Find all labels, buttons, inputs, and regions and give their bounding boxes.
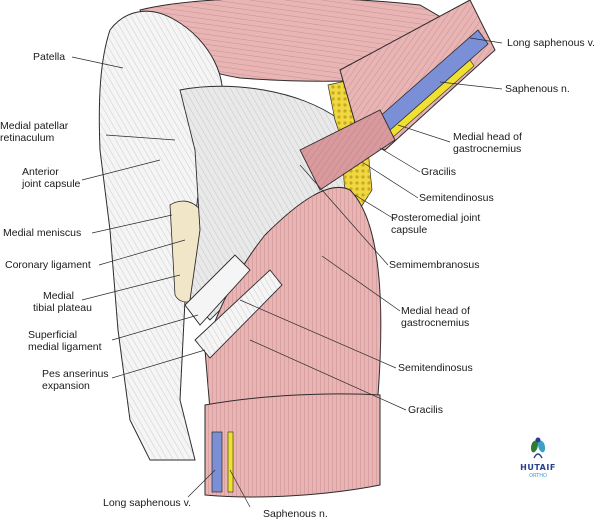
- label-coronary-ligament: Coronary ligament: [5, 259, 91, 271]
- label-line: Anterior: [22, 166, 59, 178]
- saphenous-nerve-bottom-shape: [227, 431, 234, 493]
- label-medial-tibial-plateau: Medial tibial plateau: [33, 290, 92, 314]
- label-superficial-medial-ligament: Superficial medial ligament: [28, 329, 102, 353]
- label-pes-anserinus-expansion: Pes anserinus expansion: [42, 368, 109, 392]
- label-medial-head-gastrocnemius-top: Medial head of gastrocnemius: [453, 131, 522, 155]
- label-line: expansion: [42, 380, 90, 392]
- label-anterior-joint-capsule: Anterior joint capsule: [22, 166, 80, 190]
- leader-lines: [71, 37, 503, 508]
- label-line: gastrocnemius: [401, 317, 470, 329]
- label-line: tibial plateau: [33, 302, 92, 314]
- label-medial-patellar-retinaculum: Medial patellar retinaculum: [0, 120, 68, 144]
- saphenous-vein-bottom-shape: [211, 431, 223, 493]
- label-line: Medial: [43, 290, 74, 302]
- logo-sub: ORTHO: [529, 473, 547, 479]
- label-gracilis-top: Gracilis: [421, 166, 457, 178]
- label-line: Superficial: [28, 329, 78, 341]
- label-long-saphenous-v-top: Long saphenous v.: [507, 37, 595, 49]
- label-medial-meniscus: Medial meniscus: [3, 227, 82, 239]
- label-line: joint capsule: [22, 178, 81, 190]
- label-line: Medial head of: [401, 305, 470, 317]
- label-line: Medial patellar: [0, 120, 69, 132]
- label-saphenous-n-bottom: Saphenous n.: [263, 508, 328, 520]
- label-long-saphenous-v-bottom: Long saphenous v.: [103, 497, 191, 509]
- label-saphenous-n-top: Saphenous n.: [505, 83, 570, 95]
- label-line: Posteromedial joint: [391, 212, 481, 224]
- superficial-medial-ligament-shape: [184, 254, 251, 326]
- label-semimembranosus: Semimembranosus: [389, 259, 480, 271]
- logo-name: HUTAIF: [520, 463, 556, 472]
- label-gracilis-bottom: Gracilis: [408, 404, 444, 416]
- label-semitendinosus-top: Semitendinosus: [419, 192, 494, 204]
- label-line: Pes anserinus: [42, 368, 109, 380]
- label-line: retinaculum: [0, 132, 55, 144]
- logo-mark-icon: [531, 437, 545, 459]
- label-line: gastrocnemius: [453, 143, 522, 155]
- label-semitendinosus-mid: Semitendinosus: [398, 362, 473, 374]
- label-posteromedial-joint-capsule: Posteromedial joint capsule: [391, 212, 480, 236]
- label-patella: Patella: [33, 51, 66, 63]
- label-line: medial ligament: [28, 341, 102, 353]
- label-line: Medial head of: [453, 131, 522, 143]
- label-line: capsule: [391, 224, 428, 236]
- label-medial-head-gastrocnemius-mid: Medial head of gastrocnemius: [401, 305, 470, 329]
